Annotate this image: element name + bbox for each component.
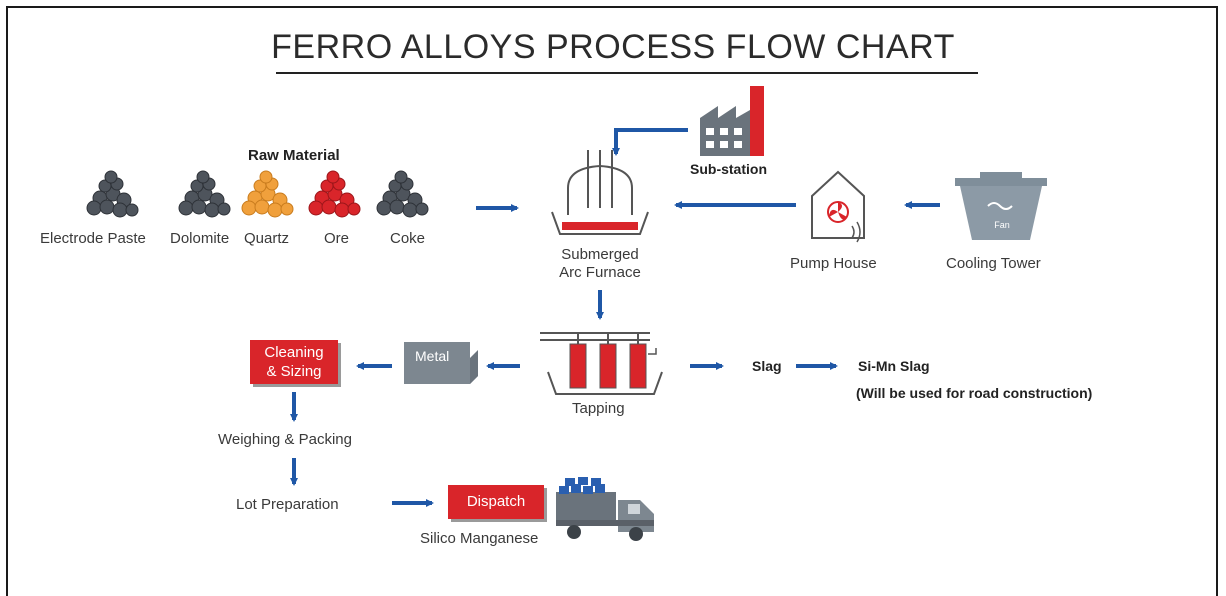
- dispatch-truck-icon: [556, 477, 654, 541]
- raw-material-dolomite-label: Dolomite: [170, 230, 230, 247]
- flow-arrows: [290, 128, 940, 507]
- furnace-label-line2: Arc Furnace: [559, 264, 641, 281]
- slag-usage-note: (Will be used for road construction): [856, 385, 1093, 401]
- pump-house-label: Pump House: [790, 255, 877, 272]
- weighing-packing-label: Weighing & Packing: [218, 431, 352, 448]
- electrode-paste-pile-icon: [86, 170, 139, 218]
- furnace-label: Submerged Arc Furnace: [550, 246, 650, 282]
- raw-material-heading: Raw Material: [248, 147, 340, 164]
- ore-pile-icon: [308, 170, 361, 218]
- raw-material-coke-label: Coke: [390, 230, 426, 247]
- lot-preparation-label: Lot Preparation: [236, 496, 339, 513]
- cleaning-sizing-box: Cleaning & Sizing: [250, 340, 338, 384]
- silico-manganese-label: Silico Manganese: [420, 530, 539, 547]
- arc-furnace-icon: [551, 150, 649, 235]
- simn-slag-label: Si-Mn Slag: [858, 358, 930, 374]
- metal-ingot-icon: [404, 342, 478, 384]
- dispatch-box: Dispatch: [448, 485, 544, 519]
- fan-label: Fan: [994, 220, 1010, 230]
- cleaning-label-line2: & Sizing: [266, 363, 322, 380]
- raw-material-electrode-paste-label: Electrode Paste: [40, 230, 146, 247]
- cleaning-label-line1: Cleaning: [264, 344, 324, 361]
- quartz-pile-icon: [241, 170, 294, 218]
- raw-material-quartz-label: Quartz: [244, 230, 290, 247]
- arrow-substation-to-furnace: [612, 128, 688, 156]
- metal-label: Metal: [415, 348, 450, 364]
- slag-label: Slag: [752, 358, 782, 374]
- pump-house-icon: [811, 170, 865, 243]
- dolomite-pile-icon: [178, 170, 231, 218]
- cooling-tower-label: Cooling Tower: [946, 255, 1041, 272]
- substation-factory-icon: [700, 86, 764, 156]
- cooling-tower-icon: [955, 172, 1047, 240]
- furnace-label-line1: Submerged: [561, 246, 639, 263]
- substation-label: Sub-station: [690, 161, 767, 177]
- diagram-frame: [6, 6, 1218, 596]
- title-underline: [276, 72, 978, 74]
- raw-material-ore-label: Ore: [324, 230, 350, 247]
- tapping-label: Tapping: [572, 400, 625, 417]
- tapping-icon: [540, 332, 663, 395]
- page-title: FERRO ALLOYS PROCESS FLOW CHART: [271, 28, 955, 66]
- coke-pile-icon: [376, 170, 429, 218]
